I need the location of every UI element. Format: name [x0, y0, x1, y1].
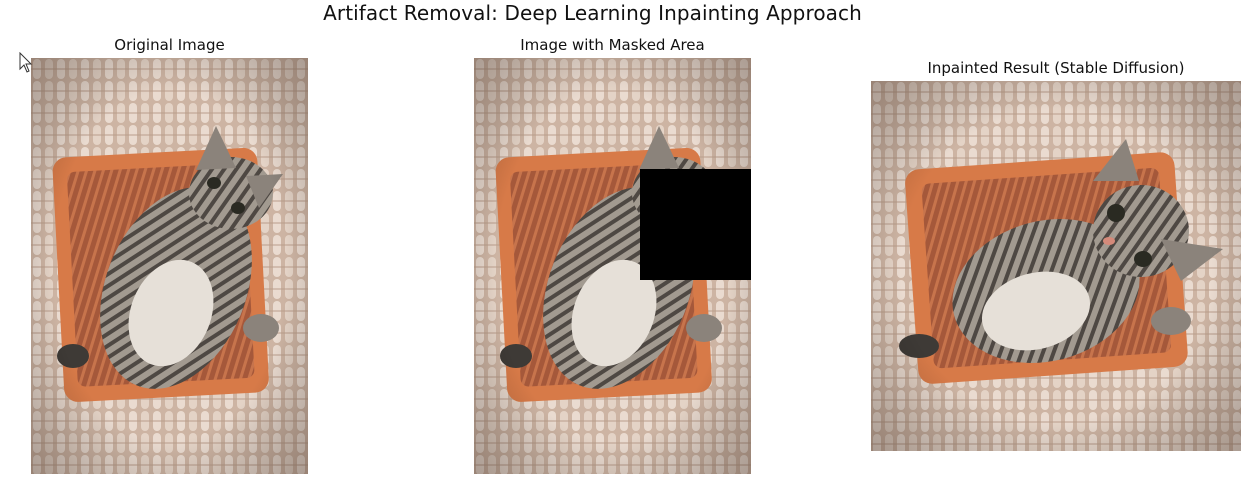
kitten-photo	[31, 58, 308, 474]
panel-title-original: Original Image	[114, 36, 225, 54]
inpainted-image	[871, 81, 1241, 451]
kitten-photo	[871, 81, 1241, 451]
kitten-photo	[474, 58, 751, 474]
figure-title: Artifact Removal: Deep Learning Inpainti…	[323, 1, 862, 25]
arrow-cursor-icon	[19, 52, 33, 73]
panel-title-inpainted: Inpainted Result (Stable Diffusion)	[927, 59, 1185, 77]
mask-region	[640, 169, 751, 280]
masked-image	[474, 58, 751, 474]
panel-title-masked: Image with Masked Area	[520, 36, 705, 54]
original-image	[31, 58, 308, 474]
